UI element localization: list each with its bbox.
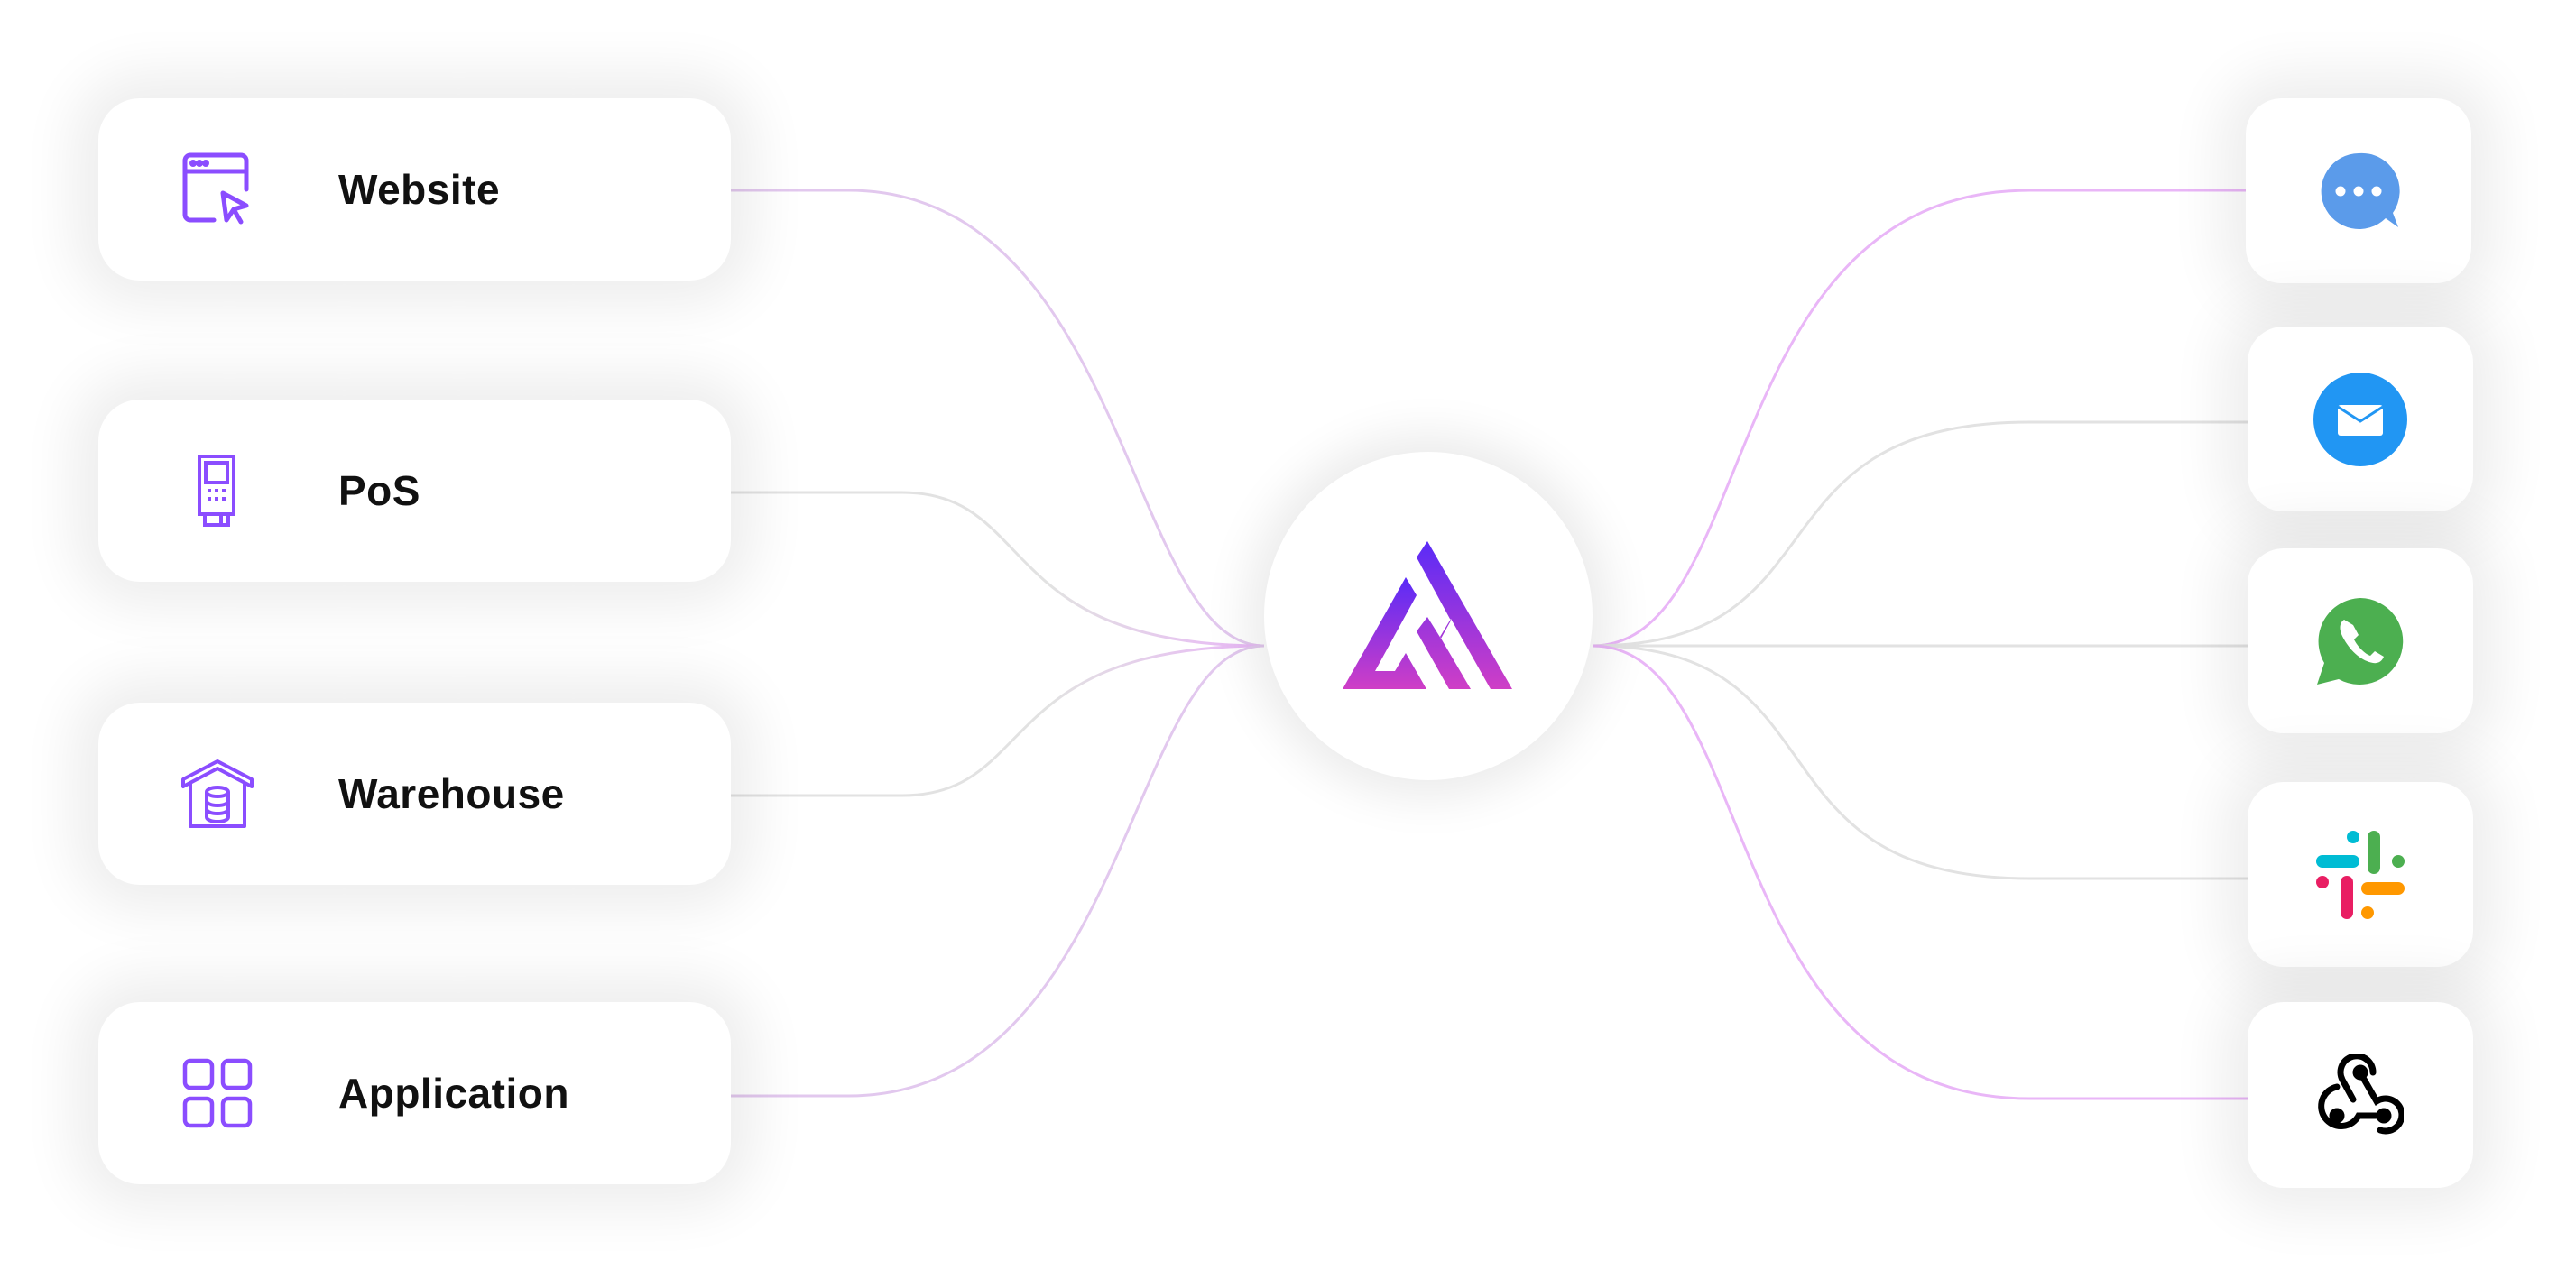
webhook-icon — [2318, 1054, 2404, 1135]
channel-card-webhook[interactable] — [2248, 1002, 2473, 1188]
line-slack — [1592, 644, 2248, 880]
brand-logo — [1343, 541, 1512, 689]
channel-card-slack[interactable] — [2248, 782, 2473, 967]
warehouse-icon — [180, 756, 255, 832]
chat-bubble-icon — [2321, 152, 2400, 229]
channel-card-whatsapp[interactable] — [2248, 548, 2473, 733]
channel-card-email[interactable] — [2248, 327, 2473, 511]
source-card-application[interactable]: Application — [98, 1002, 731, 1184]
channel-card-chat[interactable] — [2246, 98, 2471, 283]
line-pos — [731, 491, 1265, 648]
slack-icon — [2316, 830, 2405, 919]
line-webhook — [1592, 644, 2248, 1100]
source-label: Application — [338, 1070, 569, 1117]
source-label: Warehouse — [338, 770, 565, 817]
source-card-pos[interactable]: PoS — [98, 400, 731, 582]
source-label: PoS — [338, 467, 420, 514]
email-icon — [2313, 372, 2407, 466]
app-grid-icon — [180, 1055, 255, 1131]
hub-logo — [1264, 452, 1593, 780]
line-website — [731, 189, 1265, 648]
pos-terminal-icon — [180, 453, 255, 529]
browser-cursor-icon — [180, 152, 255, 227]
line-application — [731, 644, 1265, 1098]
line-warehouse — [731, 644, 1265, 797]
source-card-website[interactable]: Website — [98, 98, 731, 281]
line-chat — [1592, 189, 2248, 648]
whatsapp-icon — [2317, 597, 2404, 685]
source-card-warehouse[interactable]: Warehouse — [98, 703, 731, 885]
source-label: Website — [338, 166, 501, 213]
line-email — [1592, 420, 2248, 648]
